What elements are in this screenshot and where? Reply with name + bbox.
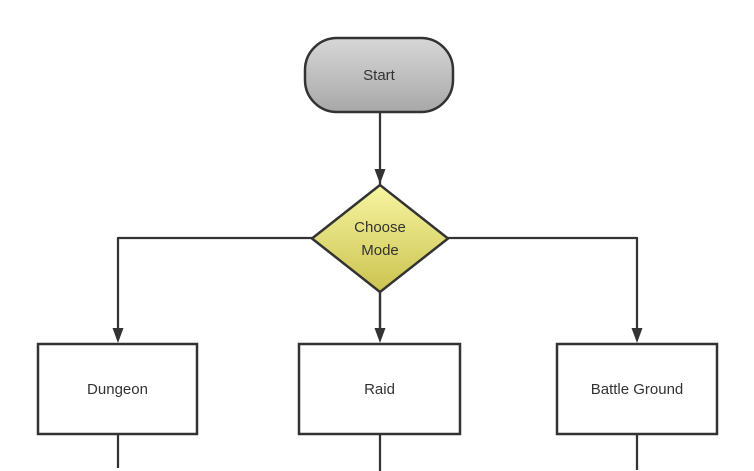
edge-choose-to-dungeon — [116, 236, 312, 330]
arrowhead-into-battleground — [631, 328, 643, 343]
arrowheads — [112, 169, 643, 343]
battle-ground-node[interactable] — [555, 342, 719, 436]
arrowhead-into-choose — [374, 169, 386, 184]
start-node[interactable] — [303, 36, 455, 114]
choose-mode-node[interactable] — [310, 183, 450, 294]
dungeon-node[interactable] — [36, 342, 199, 436]
raid-node[interactable] — [297, 342, 462, 436]
arrowhead-into-dungeon — [112, 328, 124, 343]
arrowhead-into-raid — [374, 328, 386, 343]
edge-choose-to-battleground — [448, 236, 639, 330]
